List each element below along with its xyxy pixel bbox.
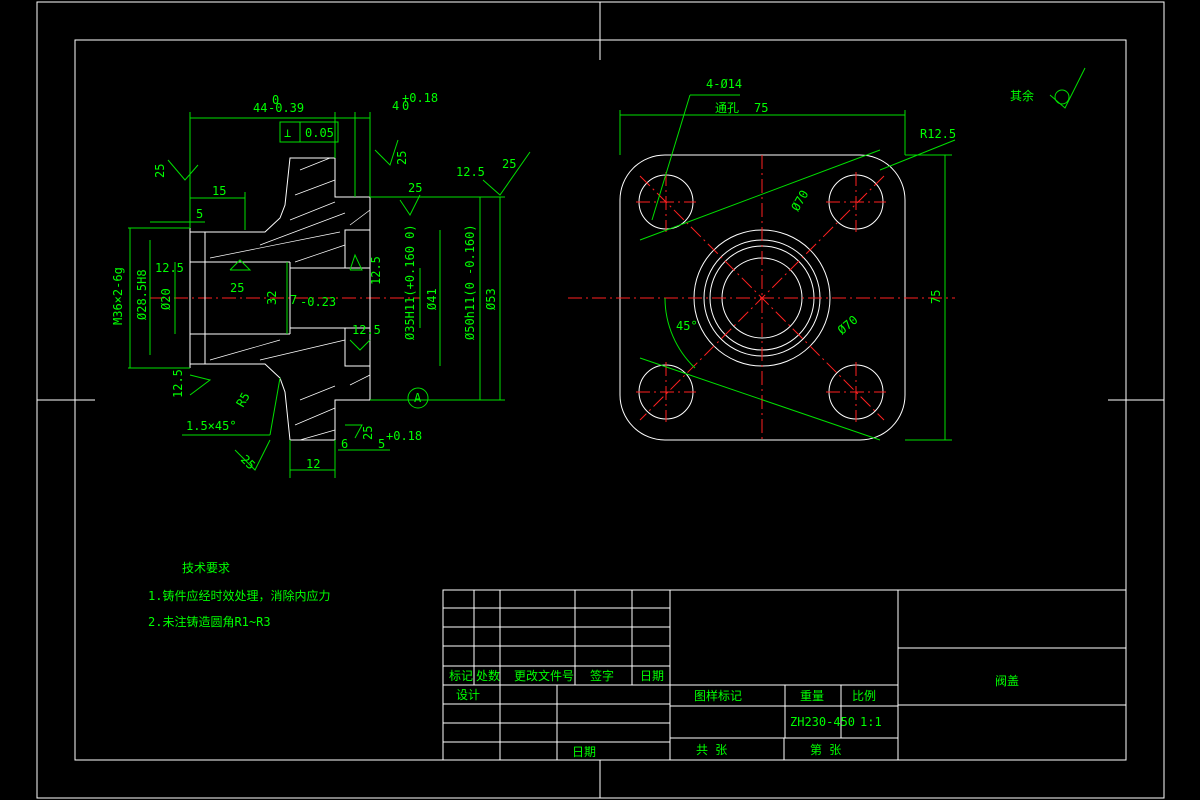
roughness-8: 12.5: [369, 256, 383, 285]
tb-material: ZH230-450: [790, 715, 855, 729]
dim-5b: 5: [378, 437, 385, 451]
dim-bore-32: 32: [265, 291, 279, 305]
remaining-roughness-label: 其余: [1010, 88, 1034, 103]
dim-dia-35: Ø35H11(+0.160 0): [403, 224, 417, 340]
tb-header-date: 日期: [640, 669, 664, 683]
pcd-dim-2: Ø70: [835, 313, 861, 338]
dim-overall-tol-upper: 0: [272, 93, 279, 107]
dim-r5: R5: [233, 390, 252, 410]
tb-date: 日期: [572, 745, 596, 759]
dim-6: 6: [341, 437, 348, 451]
dim-12: 12: [306, 457, 320, 471]
dim-step-tol-lower: 0: [402, 99, 409, 113]
plan-view: [568, 67, 1086, 441]
dim-thread: M36×2-6g: [111, 267, 125, 325]
tech-req-title: 技术要求: [182, 561, 230, 575]
dim-overall-tol-lower: -0.39: [268, 101, 304, 115]
datum-label: A: [414, 391, 422, 405]
tb-weight-label: 重量: [800, 689, 824, 703]
dim-5b-tol: +0.18: [386, 429, 422, 443]
tb-design: 设计: [456, 688, 480, 702]
roughness-11: 25: [361, 426, 375, 440]
through-label: 通孔: [715, 101, 739, 115]
tb-sheet-no: 第 张: [810, 743, 841, 757]
tb-header-sign: 签字: [590, 668, 614, 683]
roughness-10: 12.5: [171, 369, 185, 398]
dim-groove: 7: [290, 293, 297, 307]
title-block: [442, 589, 1127, 761]
roughness-4: 12.5: [456, 165, 485, 179]
tb-header-count: 处数: [476, 668, 500, 683]
holes-label: 4-Ø14: [706, 77, 742, 91]
height-dim: 75: [929, 290, 943, 304]
tb-sheets-total: 共 张: [696, 743, 727, 757]
dim-step-tol-upper: +0.18: [402, 91, 438, 105]
dim-overall-length: 44: [253, 101, 267, 115]
tb-header-mark: 标记: [449, 669, 473, 683]
dim-dia-20: Ø20: [159, 288, 173, 310]
roughness-2: 25: [395, 151, 409, 165]
tb-header-doc: 更改文件号: [514, 668, 574, 683]
dim-dia-53: Ø53: [484, 288, 498, 310]
section-hatching: [209, 157, 371, 441]
dim-dia-50: Ø50h11(0 -0.160): [463, 224, 477, 340]
roughness-1: 25: [153, 164, 167, 178]
corner-radius-dim: R12.5: [920, 127, 956, 141]
tb-scale-label: 比例: [852, 689, 876, 703]
angle-dim: 45°: [676, 319, 698, 333]
tb-part-name: 阀盖: [995, 674, 1019, 688]
width-dim: 75: [754, 101, 768, 115]
perpendicularity-value: 0.05: [305, 126, 334, 140]
tech-req-item-1: 1.铸件应经时效处理，消除内应力: [148, 588, 330, 603]
dim-15: 15: [212, 184, 226, 198]
dim-chamfer: 1.5×45°: [186, 419, 237, 433]
tech-req-item-2: 2.未注铸造圆角R1~R3: [148, 614, 271, 629]
dim-groove-tol: -0.23: [300, 295, 336, 309]
roughness-7: 12.5: [155, 261, 184, 275]
drawing-frame: [74, 39, 1127, 761]
pcd-dim-1: Ø70: [788, 188, 811, 214]
dim-step-len: 4: [392, 99, 399, 113]
roughness-6: 25: [230, 281, 244, 295]
dim-5: 5: [196, 207, 203, 221]
perpendicularity-symbol: ⊥: [284, 126, 291, 140]
outline-upper: [189, 157, 371, 269]
tb-stage-label: 图样标记: [694, 688, 742, 703]
roughness-9: 12.5: [352, 323, 381, 337]
tb-scale: 1:1: [860, 715, 882, 729]
dim-dia-28-5: Ø28.5H8: [135, 269, 149, 320]
roughness-5: 25: [502, 157, 516, 171]
section-view: [128, 112, 531, 478]
dim-dia-41: Ø41: [425, 288, 439, 310]
roughness-3: 25: [408, 181, 422, 195]
